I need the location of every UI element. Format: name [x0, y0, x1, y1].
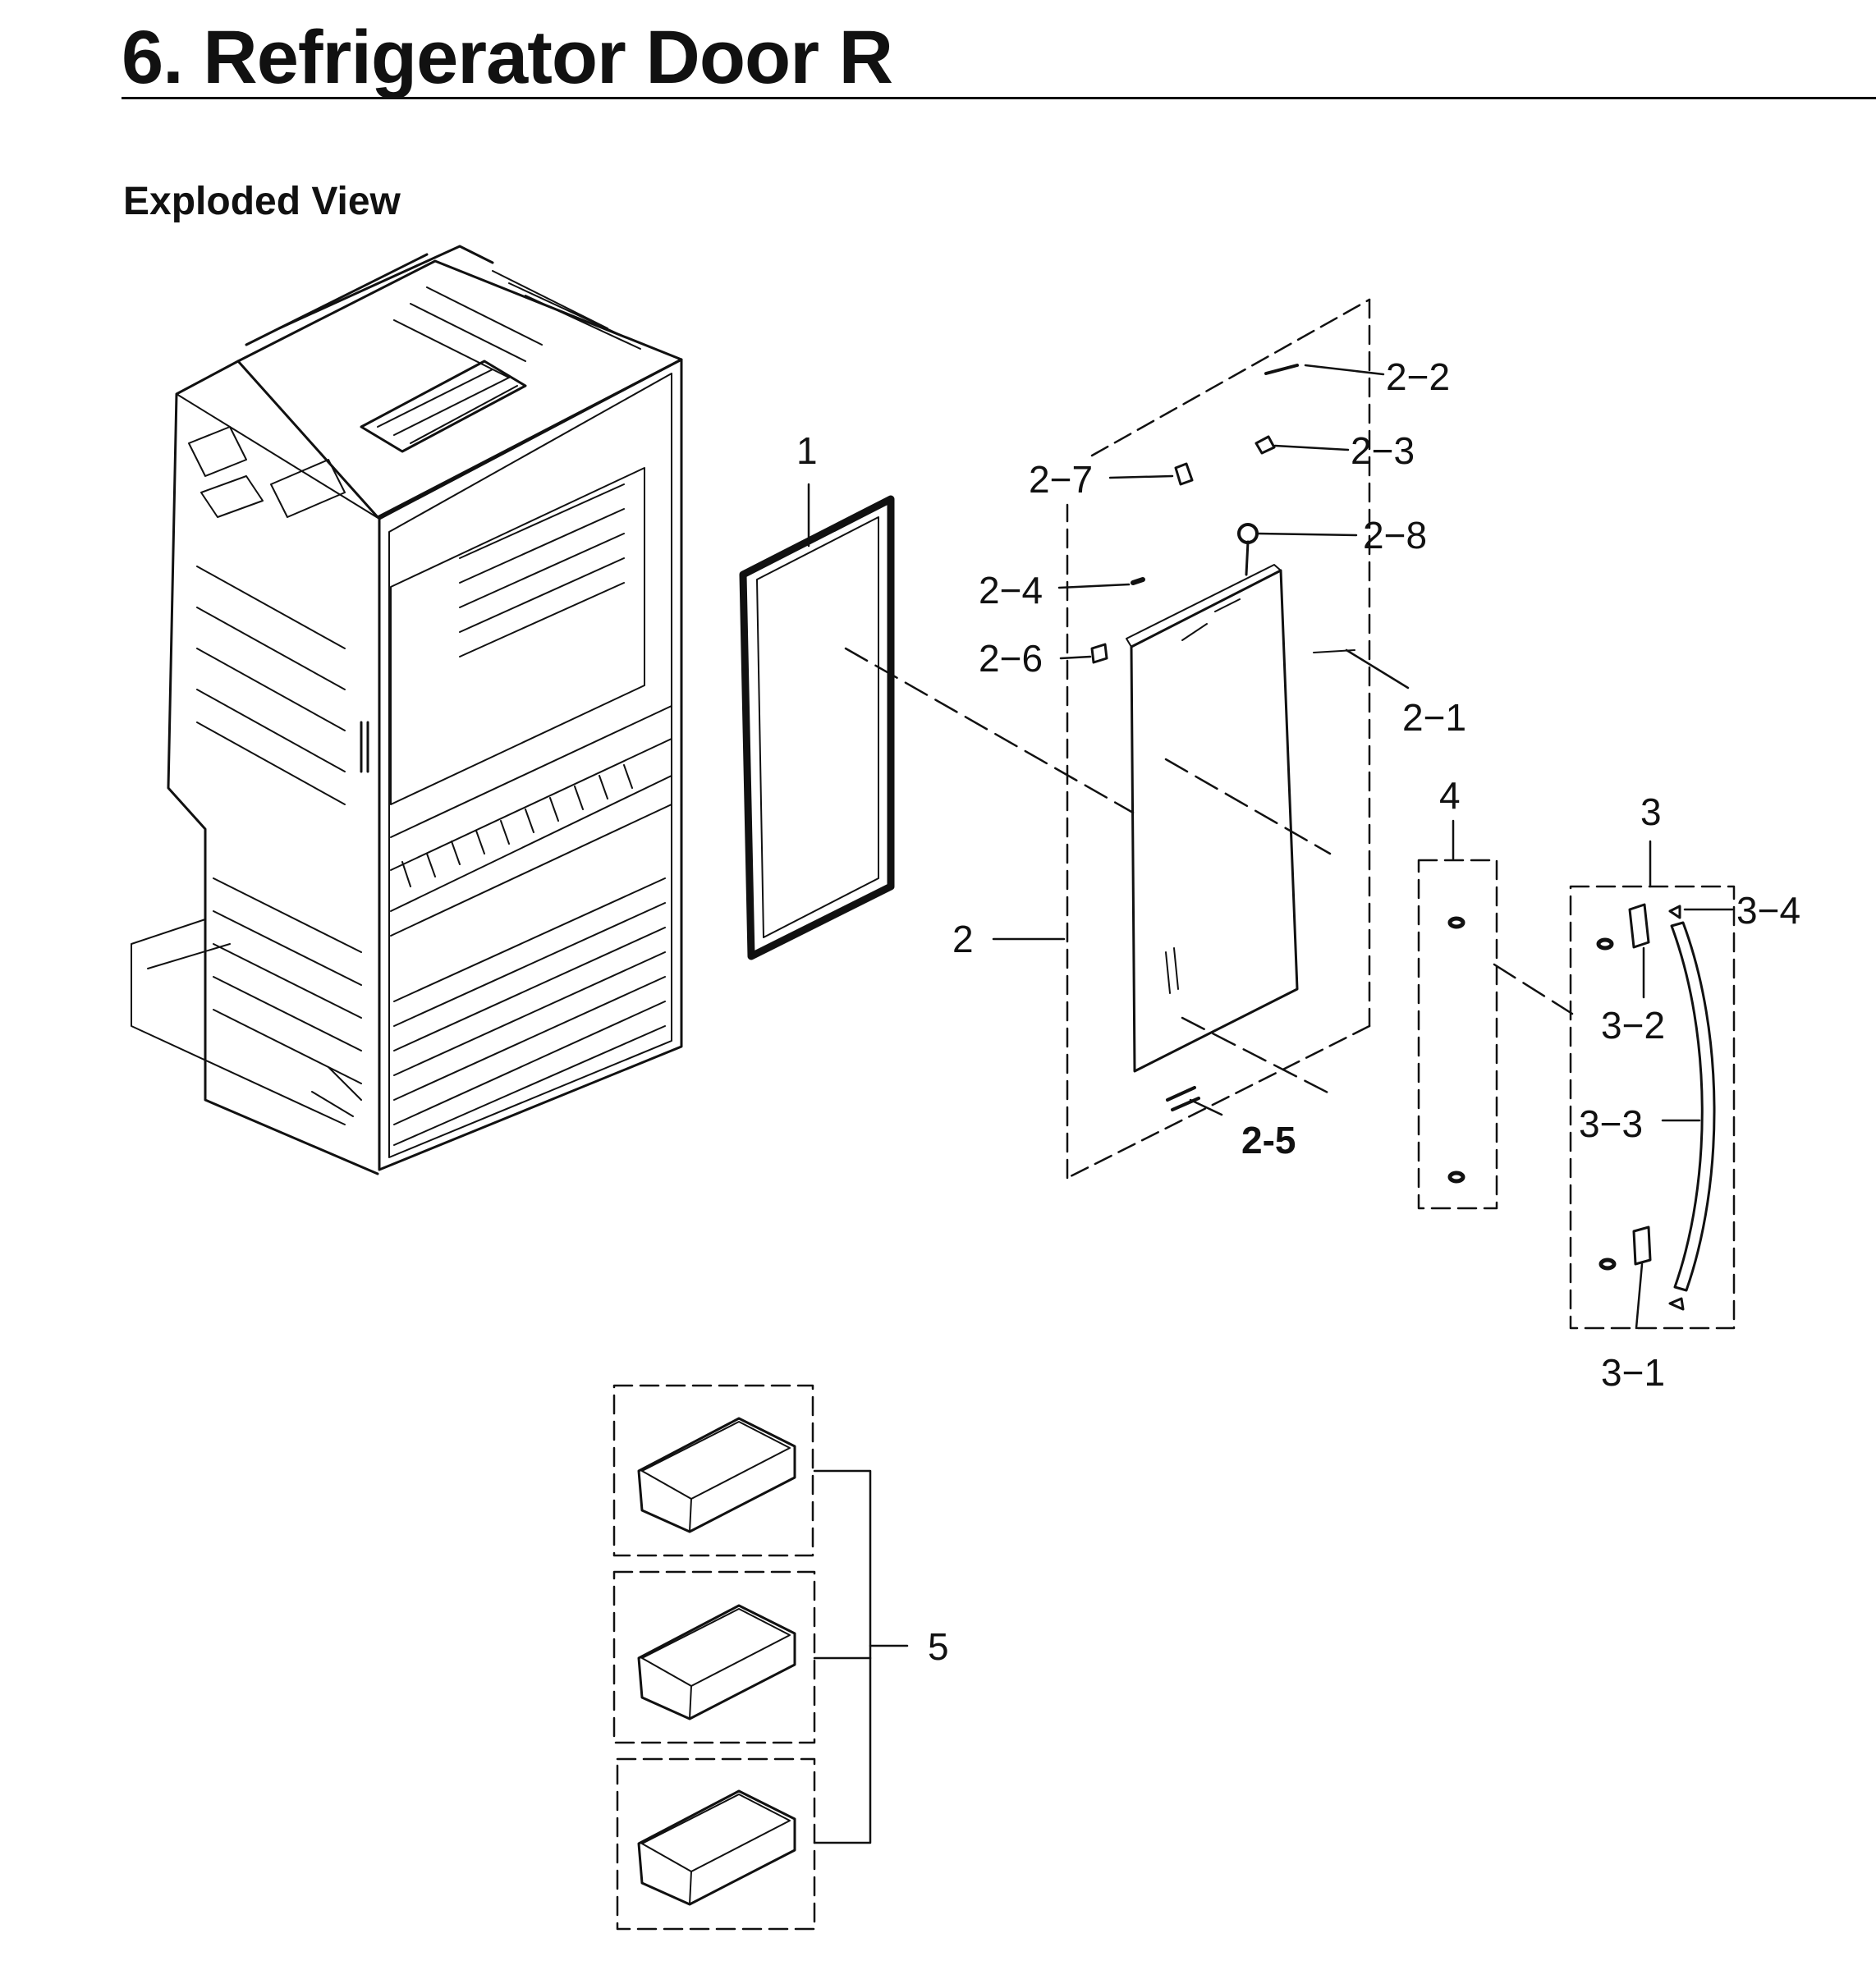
door-handle	[1596, 903, 1716, 1311]
callout-3-1: 3−1	[1601, 1351, 1665, 1394]
title-divider	[122, 97, 1876, 99]
door-assembly-bracket	[1066, 298, 1371, 1180]
callout-4: 4	[1439, 774, 1461, 817]
callout-1: 1	[796, 429, 818, 472]
callout-2-8: 2−8	[1363, 514, 1427, 557]
callout-2-6: 2−6	[979, 637, 1043, 680]
callout-2-4: 2−4	[979, 569, 1043, 612]
section-title: Exploded View	[123, 180, 401, 223]
callout-2-7: 2−7	[1029, 458, 1093, 501]
page-title: 6. Refrigerator Door R	[122, 16, 893, 99]
callout-3-4: 3−4	[1736, 889, 1800, 932]
handle-cover-frame	[1417, 859, 1498, 1210]
refrigerator-cabinet	[131, 245, 683, 1175]
explosion-axis-lines	[844, 647, 1574, 1097]
leader-lines	[807, 364, 1734, 1844]
callout-5: 5	[928, 1625, 949, 1668]
part-2-2-strip	[1264, 364, 1299, 375]
callout-2: 2	[952, 918, 974, 960]
callout-3: 3	[1640, 790, 1662, 833]
callout-3-2: 3−2	[1601, 1004, 1665, 1047]
handle-cover-plate	[1447, 916, 1465, 1184]
callout-3-3: 3−3	[1579, 1102, 1643, 1145]
callout-2-3: 2−3	[1351, 429, 1415, 472]
callout-2-5: 2-5	[1241, 1119, 1296, 1161]
door-bin-top	[637, 1417, 796, 1533]
door-gasket	[739, 495, 895, 960]
callout-2-2: 2−2	[1386, 355, 1450, 398]
door-bin-bottom	[637, 1789, 796, 1906]
door-handle-frame	[1569, 885, 1736, 1330]
callout-2-1: 2−1	[1402, 696, 1466, 739]
door-bin-middle	[637, 1604, 796, 1720]
door-bins-frames	[612, 1384, 816, 1931]
door-panel	[1090, 364, 1355, 1111]
